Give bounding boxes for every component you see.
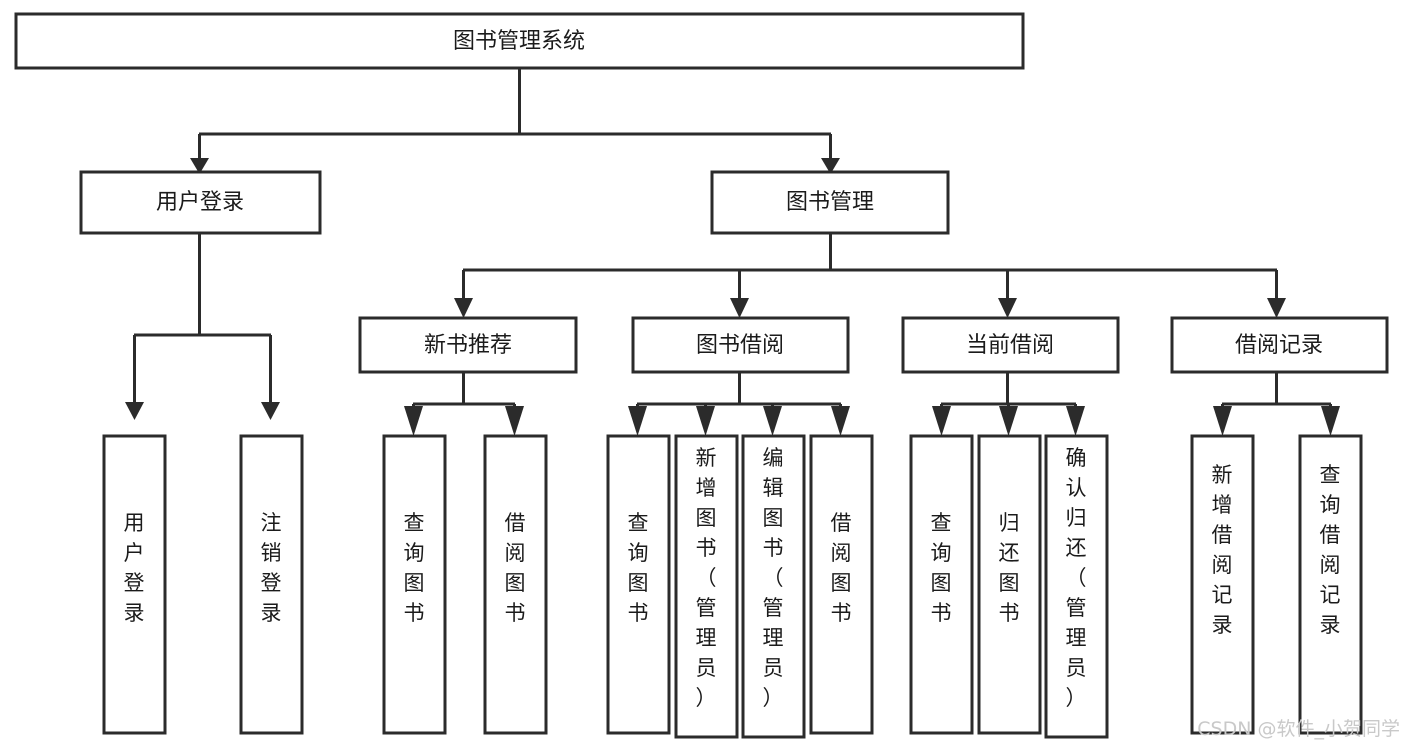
node-current-borrow[interactable]: 当前借阅	[901, 316, 1120, 374]
node-user-login[interactable]: 用户登录	[79, 170, 322, 235]
node-leaf-query-book-1[interactable]: 查询图书	[382, 434, 447, 735]
node-leaf-query-book-2-box[interactable]	[606, 434, 671, 735]
node-leaf-user-logout-label: 注销登录	[261, 511, 282, 625]
node-book-manage-label: 图书管理	[786, 190, 874, 215]
node-leaf-user-login-label: 用户登录	[124, 511, 145, 625]
node-leaf-add-book-box[interactable]	[674, 434, 739, 739]
edges-borrow-record-to-leaves	[1213, 372, 1340, 436]
edges-book-borrow-to-leaves	[628, 372, 850, 436]
node-current-borrow-label: 当前借阅	[966, 333, 1054, 358]
node-leaf-return-book[interactable]: 归还图书	[977, 434, 1042, 735]
edges-current-borrow-to-leaves	[932, 372, 1085, 436]
node-borrow-record-label: 借阅记录	[1235, 333, 1323, 358]
node-leaf-query-record[interactable]: 查询借阅记录	[1298, 434, 1363, 735]
node-leaf-query-book-3-box[interactable]	[909, 434, 974, 735]
arrow-head-leaf-borrow-book-1	[505, 406, 524, 436]
node-leaf-query-record-label: 查询借阅记录	[1320, 463, 1341, 637]
node-leaf-add-record-label: 新增借阅记录	[1212, 463, 1233, 637]
node-leaf-query-book-1-box[interactable]	[382, 434, 447, 735]
node-root-label: 图书管理系统	[453, 29, 585, 54]
node-borrow-record[interactable]: 借阅记录	[1170, 316, 1389, 374]
arrow-head-leaf-query-record	[1321, 406, 1340, 436]
node-leaf-user-login[interactable]: 用户登录	[102, 434, 167, 735]
arrow-head-leaf-query-book-2	[628, 406, 647, 436]
node-leaf-add-book-label: 新增图书（管理员）	[696, 446, 717, 710]
node-root-box[interactable]	[14, 12, 1025, 70]
node-leaf-query-book-3-label: 查询图书	[931, 511, 952, 625]
node-leaf-borrow-book-1-box[interactable]	[483, 434, 548, 735]
edges-user-login-to-leaves	[125, 233, 280, 420]
node-leaf-confirm-return-label: 确认归还（管理员）	[1066, 446, 1087, 710]
node-leaf-edit-book-label: 编辑图书（管理员）	[763, 446, 784, 710]
node-borrow-record-box[interactable]	[1170, 316, 1389, 374]
node-leaf-add-record[interactable]: 新增借阅记录	[1190, 434, 1255, 735]
arrow-head-leaf-query-book-1	[404, 406, 423, 436]
arrow-head-current-borrow	[998, 298, 1017, 318]
node-book-borrow-label: 图书借阅	[696, 333, 784, 358]
node-leaf-confirm-return-box[interactable]	[1044, 434, 1109, 739]
node-new-book-rec[interactable]: 新书推荐	[358, 316, 578, 374]
arrow-head-leaf-borrow-book-2	[831, 406, 850, 436]
node-current-borrow-box[interactable]	[901, 316, 1120, 374]
arrow-head-borrow-record	[1267, 298, 1286, 318]
node-leaf-confirm-return[interactable]: 确认归还（管理员）	[1044, 434, 1109, 739]
node-leaf-borrow-book-2-box[interactable]	[809, 434, 874, 735]
node-user-login-box[interactable]	[79, 170, 322, 235]
node-leaf-borrow-book-2-label: 借阅图书	[831, 511, 852, 625]
arrow-head-user-login	[190, 158, 209, 174]
csdn-watermark: CSDN @软件_小贺同学	[1197, 718, 1400, 740]
node-leaf-return-book-box[interactable]	[977, 434, 1042, 735]
node-new-book-rec-box[interactable]	[358, 316, 578, 374]
node-leaf-user-logout[interactable]: 注销登录	[239, 434, 304, 735]
node-book-manage-box[interactable]	[710, 170, 950, 235]
node-leaf-add-record-box[interactable]	[1190, 434, 1255, 735]
node-leaf-borrow-book-1-label: 借阅图书	[505, 511, 526, 625]
edges-root-to-level2	[190, 68, 840, 174]
node-new-book-rec-label: 新书推荐	[424, 333, 512, 358]
node-book-borrow[interactable]: 图书借阅	[631, 316, 850, 374]
arrow-head-leaf-return-book	[999, 406, 1018, 436]
node-leaf-query-book-3[interactable]: 查询图书	[909, 434, 974, 735]
arrow-head-leaf-confirm-return	[1066, 406, 1085, 436]
node-leaf-edit-book-box[interactable]	[741, 434, 806, 739]
arrow-head-book-manage	[821, 158, 840, 174]
edges-new-book-rec-to-leaves	[404, 372, 524, 436]
node-leaf-user-login-box[interactable]	[102, 434, 167, 735]
node-leaf-user-logout-box[interactable]	[239, 434, 304, 735]
node-leaf-edit-book[interactable]: 编辑图书（管理员）	[741, 434, 806, 739]
node-leaf-return-book-label: 归还图书	[999, 511, 1020, 625]
node-user-login-label: 用户登录	[156, 190, 244, 215]
arrow-head-book-borrow	[730, 298, 749, 318]
node-leaf-borrow-book-2[interactable]: 借阅图书	[809, 434, 874, 735]
arrow-head-new-book-rec	[454, 298, 473, 318]
node-book-manage[interactable]: 图书管理	[710, 170, 950, 235]
arrow-head-leaf-user-login	[125, 402, 144, 420]
edges-book-manage-to-level3	[454, 233, 1286, 318]
arrow-head-leaf-add-book	[696, 406, 715, 436]
node-leaf-query-book-2-label: 查询图书	[628, 511, 649, 625]
node-leaf-query-book-2[interactable]: 查询图书	[606, 434, 671, 735]
node-leaf-add-book[interactable]: 新增图书（管理员）	[674, 434, 739, 739]
node-book-borrow-box[interactable]	[631, 316, 850, 374]
arrow-head-leaf-edit-book	[763, 406, 782, 436]
node-leaf-query-book-1-label: 查询图书	[404, 511, 425, 625]
arrow-head-leaf-add-record	[1213, 406, 1232, 436]
node-leaf-query-record-box[interactable]	[1298, 434, 1363, 735]
arrow-head-leaf-user-logout	[261, 402, 280, 420]
node-root[interactable]: 图书管理系统	[14, 12, 1025, 70]
arrow-head-leaf-query-book-3	[932, 406, 951, 436]
node-leaf-borrow-book-1[interactable]: 借阅图书	[483, 434, 548, 735]
